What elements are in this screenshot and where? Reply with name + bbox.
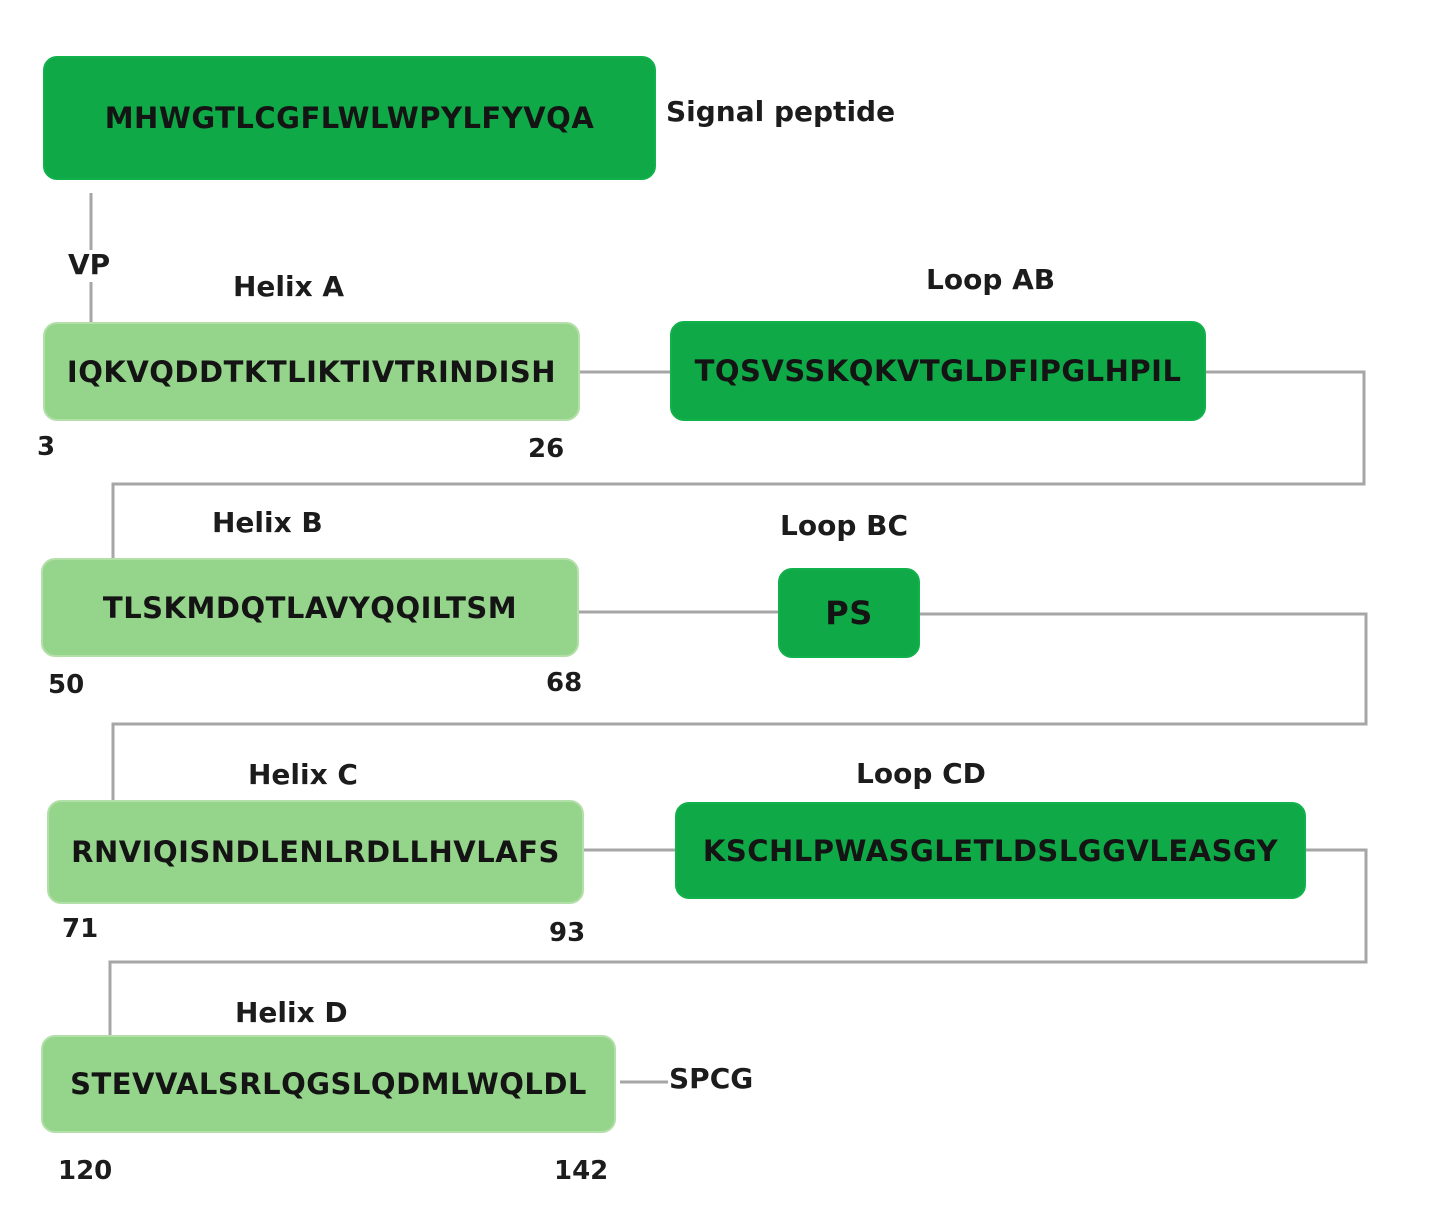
helix-b-label: Helix B	[212, 506, 323, 539]
vp-label: VP	[68, 248, 111, 281]
helix-a-box: IQKVQDDTKTLIKTIVTRINDISH	[43, 322, 580, 421]
helix-a-start: 3	[37, 432, 56, 462]
loop-bc-label: Loop BC	[780, 509, 908, 542]
connector-loop-ab-helix-b	[111, 370, 1366, 558]
loop-bc-box: PS	[778, 568, 920, 658]
loop-cd-label: Loop CD	[856, 757, 986, 790]
connector-loop-bc-helix-c	[111, 612, 1368, 800]
loop-bc-sequence: PS	[825, 594, 873, 632]
helix-a-sequence: IQKVQDDTKTLIKTIVTRINDISH	[66, 354, 557, 389]
helix-b-end: 68	[546, 668, 583, 698]
signal-peptide-label: Signal peptide	[666, 95, 896, 128]
helix-d-sequence: STEVVALSRLQGSLQDMLWQLDL	[70, 1067, 587, 1101]
loop-cd-box: KSCHLPWASGLETLDSLGGVLEASGY	[675, 802, 1306, 899]
helix-c-sequence: RNVIQISNDLENLRDLLHVLAFS	[71, 835, 560, 869]
helix-c-box: RNVIQISNDLENLRDLLHVLAFS	[47, 800, 584, 904]
loop-cd-sequence: KSCHLPWASGLETLDSLGGVLEASGY	[702, 833, 1279, 868]
helix-d-start: 120	[58, 1156, 113, 1186]
helix-c-start: 71	[62, 914, 99, 944]
helix-a-label: Helix A	[233, 270, 345, 303]
helix-b-sequence: TLSKMDQTLAVYQQILTSM	[102, 590, 518, 625]
helix-b-box: TLSKMDQTLAVYQQILTSM	[41, 558, 579, 657]
signal-peptide-box: MHWGTLCGFLWLWPYLFYVQA	[43, 56, 656, 180]
helix-c-label: Helix C	[248, 758, 358, 791]
loop-ab-label: Loop AB	[926, 263, 1056, 296]
helix-d-end: 142	[554, 1156, 609, 1186]
helix-a-end: 26	[528, 434, 565, 464]
loop-ab-box: TQSVSSKQKVTGLDFIPGLHPIL	[670, 321, 1206, 421]
helix-d-box: STEVVALSRLQGSLQDMLWQLDL	[41, 1035, 616, 1133]
loop-ab-sequence: TQSVSSKQKVTGLDFIPGLHPIL	[694, 354, 1182, 388]
helix-d-label: Helix D	[235, 996, 348, 1029]
helix-b-start: 50	[48, 670, 85, 700]
signal-peptide-sequence: MHWGTLCGFLWLWPYLFYVQA	[104, 101, 595, 135]
helix-c-end: 93	[549, 918, 586, 948]
connector-loop-cd-helix-d	[108, 848, 1368, 1035]
c-terminal-label: SPCG	[669, 1062, 754, 1095]
